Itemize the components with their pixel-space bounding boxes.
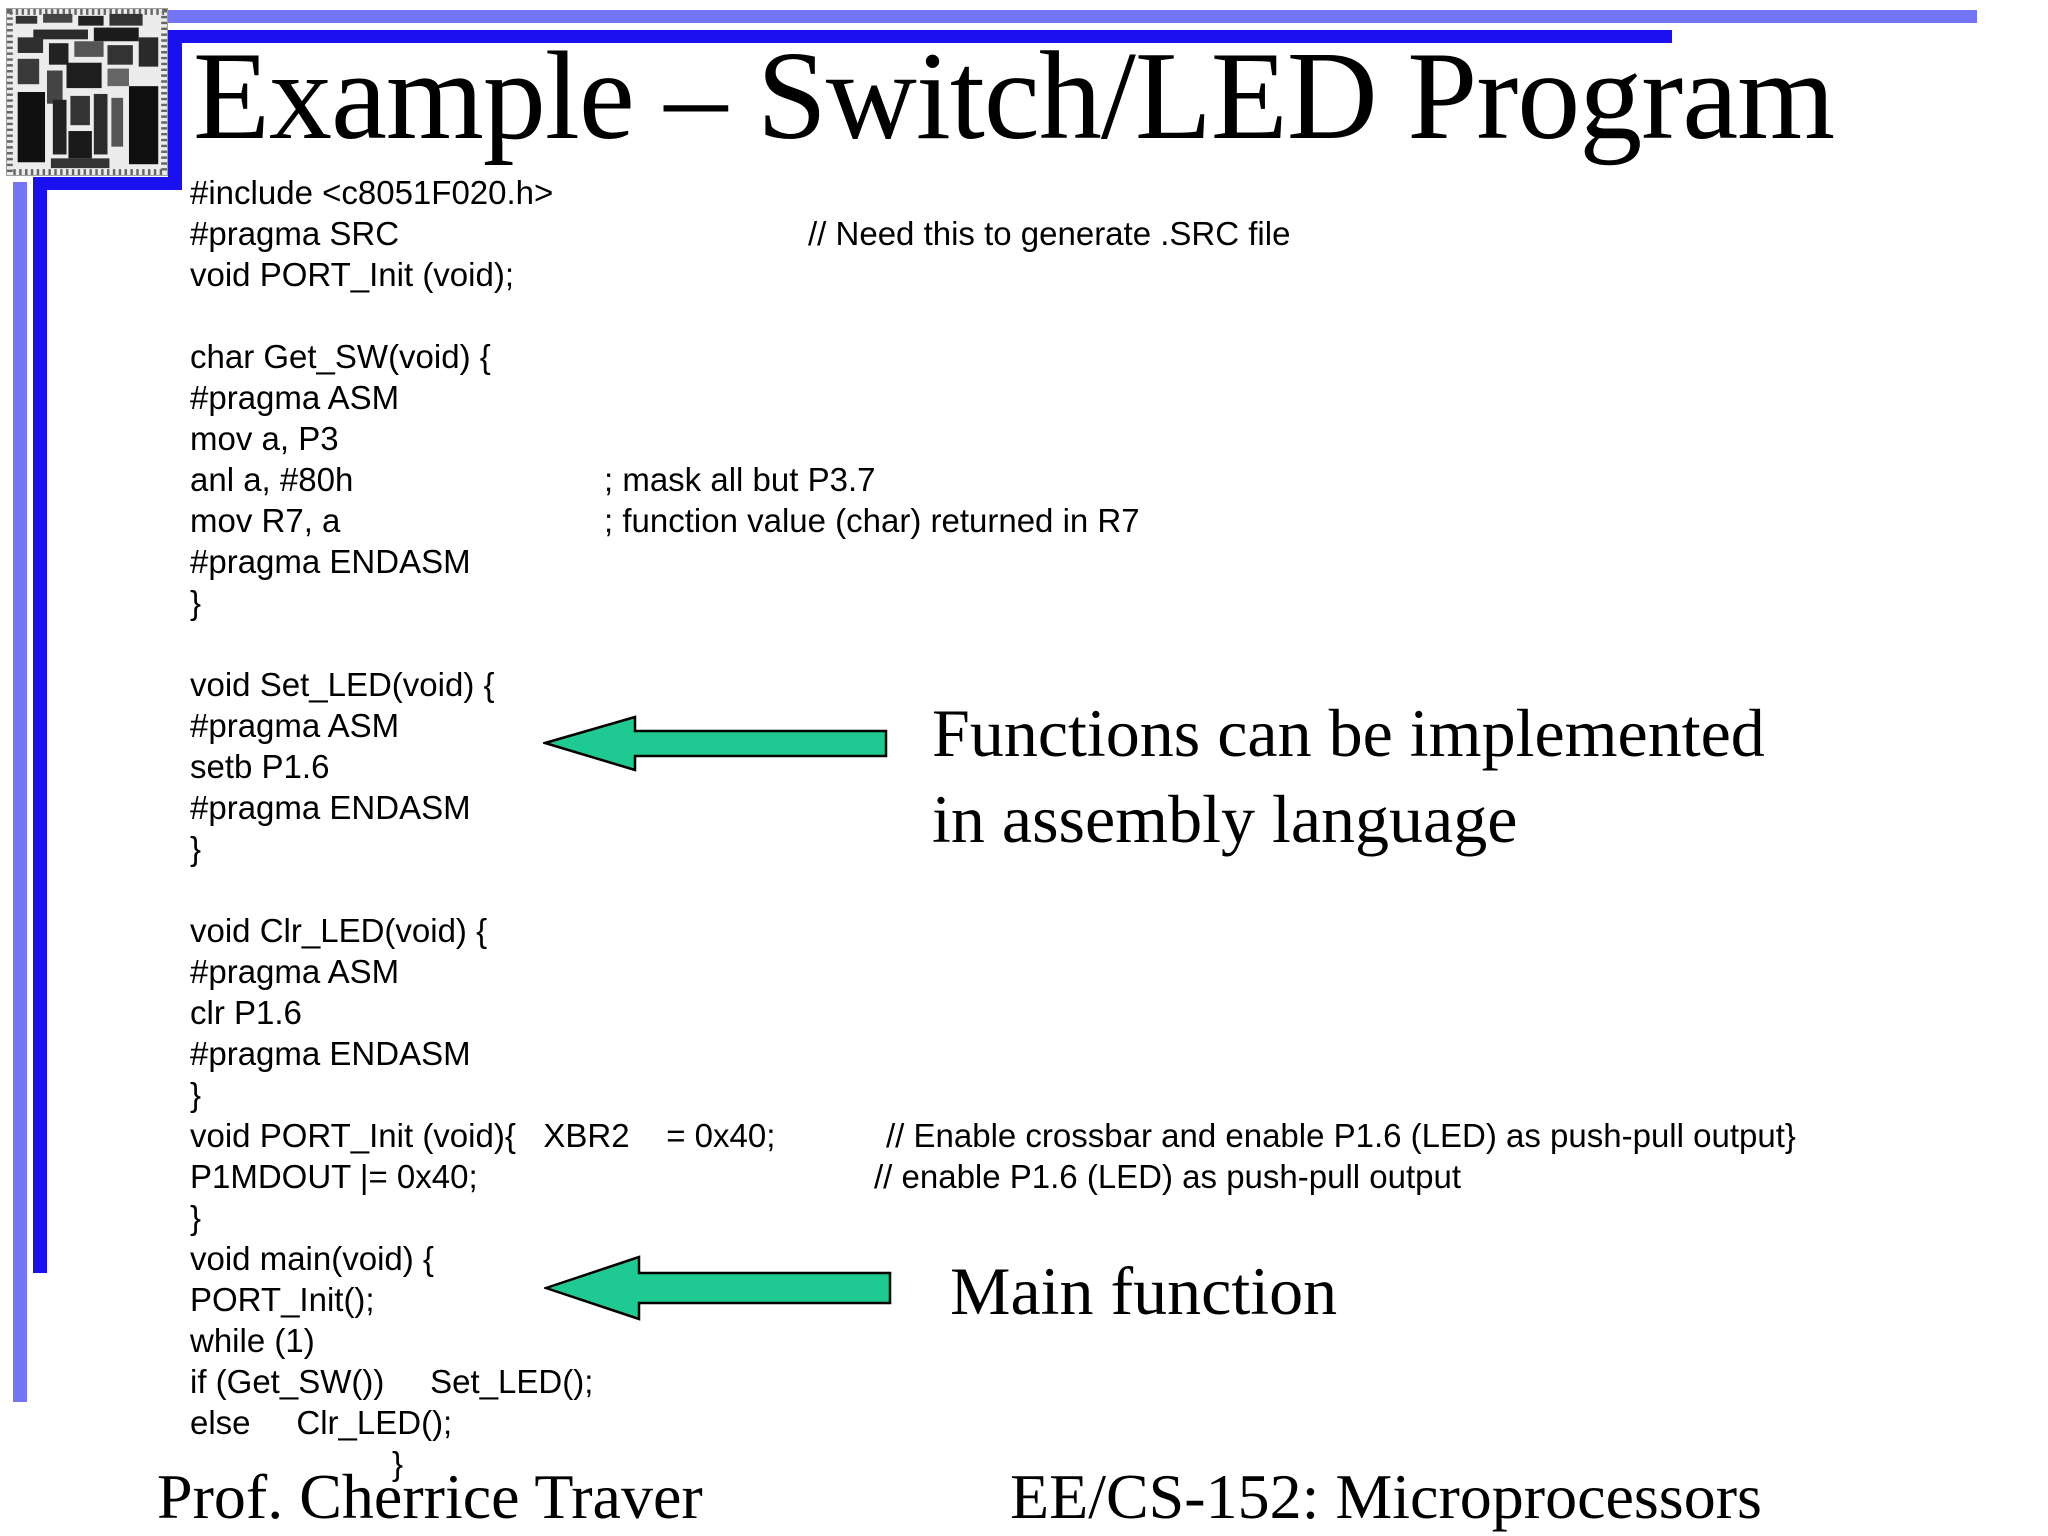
code-line: void PORT_Init (void); [190,254,2010,295]
code-line: void Clr_LED(void) { [190,910,2010,951]
footer-course: EE/CS-152: Microprocessors [1010,1461,1762,1532]
code-line: PORT_Init(); [190,1279,2010,1320]
code-line: clr P1.6 [190,992,2010,1033]
code-text: mov a, P3 [190,420,339,457]
code-text: #pragma ENDASM [190,789,471,826]
code-line: #pragma ENDASM [190,787,2010,828]
code-line: #pragma SRC // Need this to generate .SRC… [190,213,2010,254]
annotation-assembly: Functions can be implemented in assembly… [932,690,1765,862]
code-text: #pragma ASM [190,953,400,990]
frame-left-bar-light [13,182,27,1402]
code-text: #pragma ENDASM [190,543,471,580]
annotation-assembly-line2: in assembly language [932,781,1518,857]
code-comment: ; mask all but P3.7 [604,461,876,498]
frame-corner-vertical-dark [168,30,182,190]
code-line: P1MDOUT |= 0x40; // enable P1.6 (LED) as … [190,1156,2010,1197]
code-comment: ; function value (char) returned in R7 [604,502,1140,539]
code-text: } [190,584,202,621]
code-line: } [190,1074,2010,1115]
code-text: clr P1.6 [190,994,302,1031]
code-line: mov R7, a ; function value (char) returne… [190,500,2010,541]
code-line: } [190,1443,2010,1484]
code-text: mov R7, a [190,502,341,539]
code-text: setb P1.6 [190,748,330,785]
code-text: #pragma ENDASM [190,1035,471,1072]
code-comment: // Need this to generate .SRC file [808,215,1291,252]
main-arrow-icon [544,1255,892,1321]
code-line: } [190,828,2010,869]
code-comment: // enable P1.6 (LED) as push-pull output [874,1158,1462,1195]
code-text: #pragma ASM [190,379,400,416]
code-text: PORT_Init(); [190,1281,375,1318]
annotation-assembly-line1: Functions can be implemented [932,695,1765,771]
code-text [190,297,199,334]
code-line: else Clr_LED(); [190,1402,2010,1443]
frame-top-bar-light [168,10,1977,23]
code-line: } [190,582,2010,623]
code-text: void main(void) { [190,1240,434,1277]
code-text: if (Get_SW()) Set_LED(); [190,1363,594,1400]
code-line [190,869,2010,910]
chip-die-image [6,8,168,176]
code-text: anl a, #80h [190,461,354,498]
code-comment: // Enable crossbar and enable P1.6 (LED)… [886,1117,1796,1154]
code-line: #pragma ENDASM [190,1033,2010,1074]
code-text: } [190,1199,202,1236]
code-line: #pragma ENDASM [190,541,2010,582]
code-line: #pragma ASM [190,705,2010,746]
code-line: while (1) [190,1320,2010,1361]
code-line [190,623,2010,664]
assembly-arrow-icon [543,715,888,772]
code-text [190,625,199,662]
code-text: #pragma ASM [190,707,400,744]
code-text: void Set_LED(void) { [190,666,495,703]
code-listing: #include <c8051F020.h> #pragma SRC // Need… [190,172,2010,1484]
code-text: void Clr_LED(void) { [190,912,488,949]
code-line: anl a, #80h ; mask all but P3.7 [190,459,2010,500]
code-line: } [190,1197,2010,1238]
code-text: #include <c8051F020.h> [190,174,554,211]
code-line: char Get_SW(void) { [190,336,2010,377]
code-text: void PORT_Init (void){ XBR2 = 0x40; [190,1117,776,1154]
code-line: void PORT_Init (void){ XBR2 = 0x40; // En… [190,1115,2010,1156]
code-line: #include <c8051F020.h> [190,172,2010,213]
code-text: char Get_SW(void) { [190,338,491,375]
code-text: #pragma SRC [190,215,400,252]
frame-top-line-dark [168,30,1672,43]
code-text: } [190,830,202,867]
code-text: } [392,1445,404,1482]
code-text: void PORT_Init (void); [190,256,515,293]
code-text [190,871,199,908]
code-line: if (Get_SW()) Set_LED(); [190,1361,2010,1402]
frame-left-line-dark [33,177,47,1273]
code-line [190,295,2010,336]
code-line: #pragma ASM [190,377,2010,418]
code-text: } [190,1076,202,1113]
code-text: else Clr_LED(); [190,1404,453,1441]
code-line: void Set_LED(void) { [190,664,2010,705]
code-line: void main(void) { [190,1238,2010,1279]
code-line: setb P1.6 [190,746,2010,787]
page-title: Example – Switch/LED Program [193,27,1835,166]
code-line: #pragma ASM [190,951,2010,992]
code-line: mov a, P3 [190,418,2010,459]
code-text: while (1) [190,1322,315,1359]
code-text: P1MDOUT |= 0x40; [190,1158,478,1195]
footer-author: Prof. Cherrice Traver [157,1461,703,1532]
annotation-main: Main function [950,1253,1338,1329]
frame-corner-horizontal-dark [33,177,182,190]
